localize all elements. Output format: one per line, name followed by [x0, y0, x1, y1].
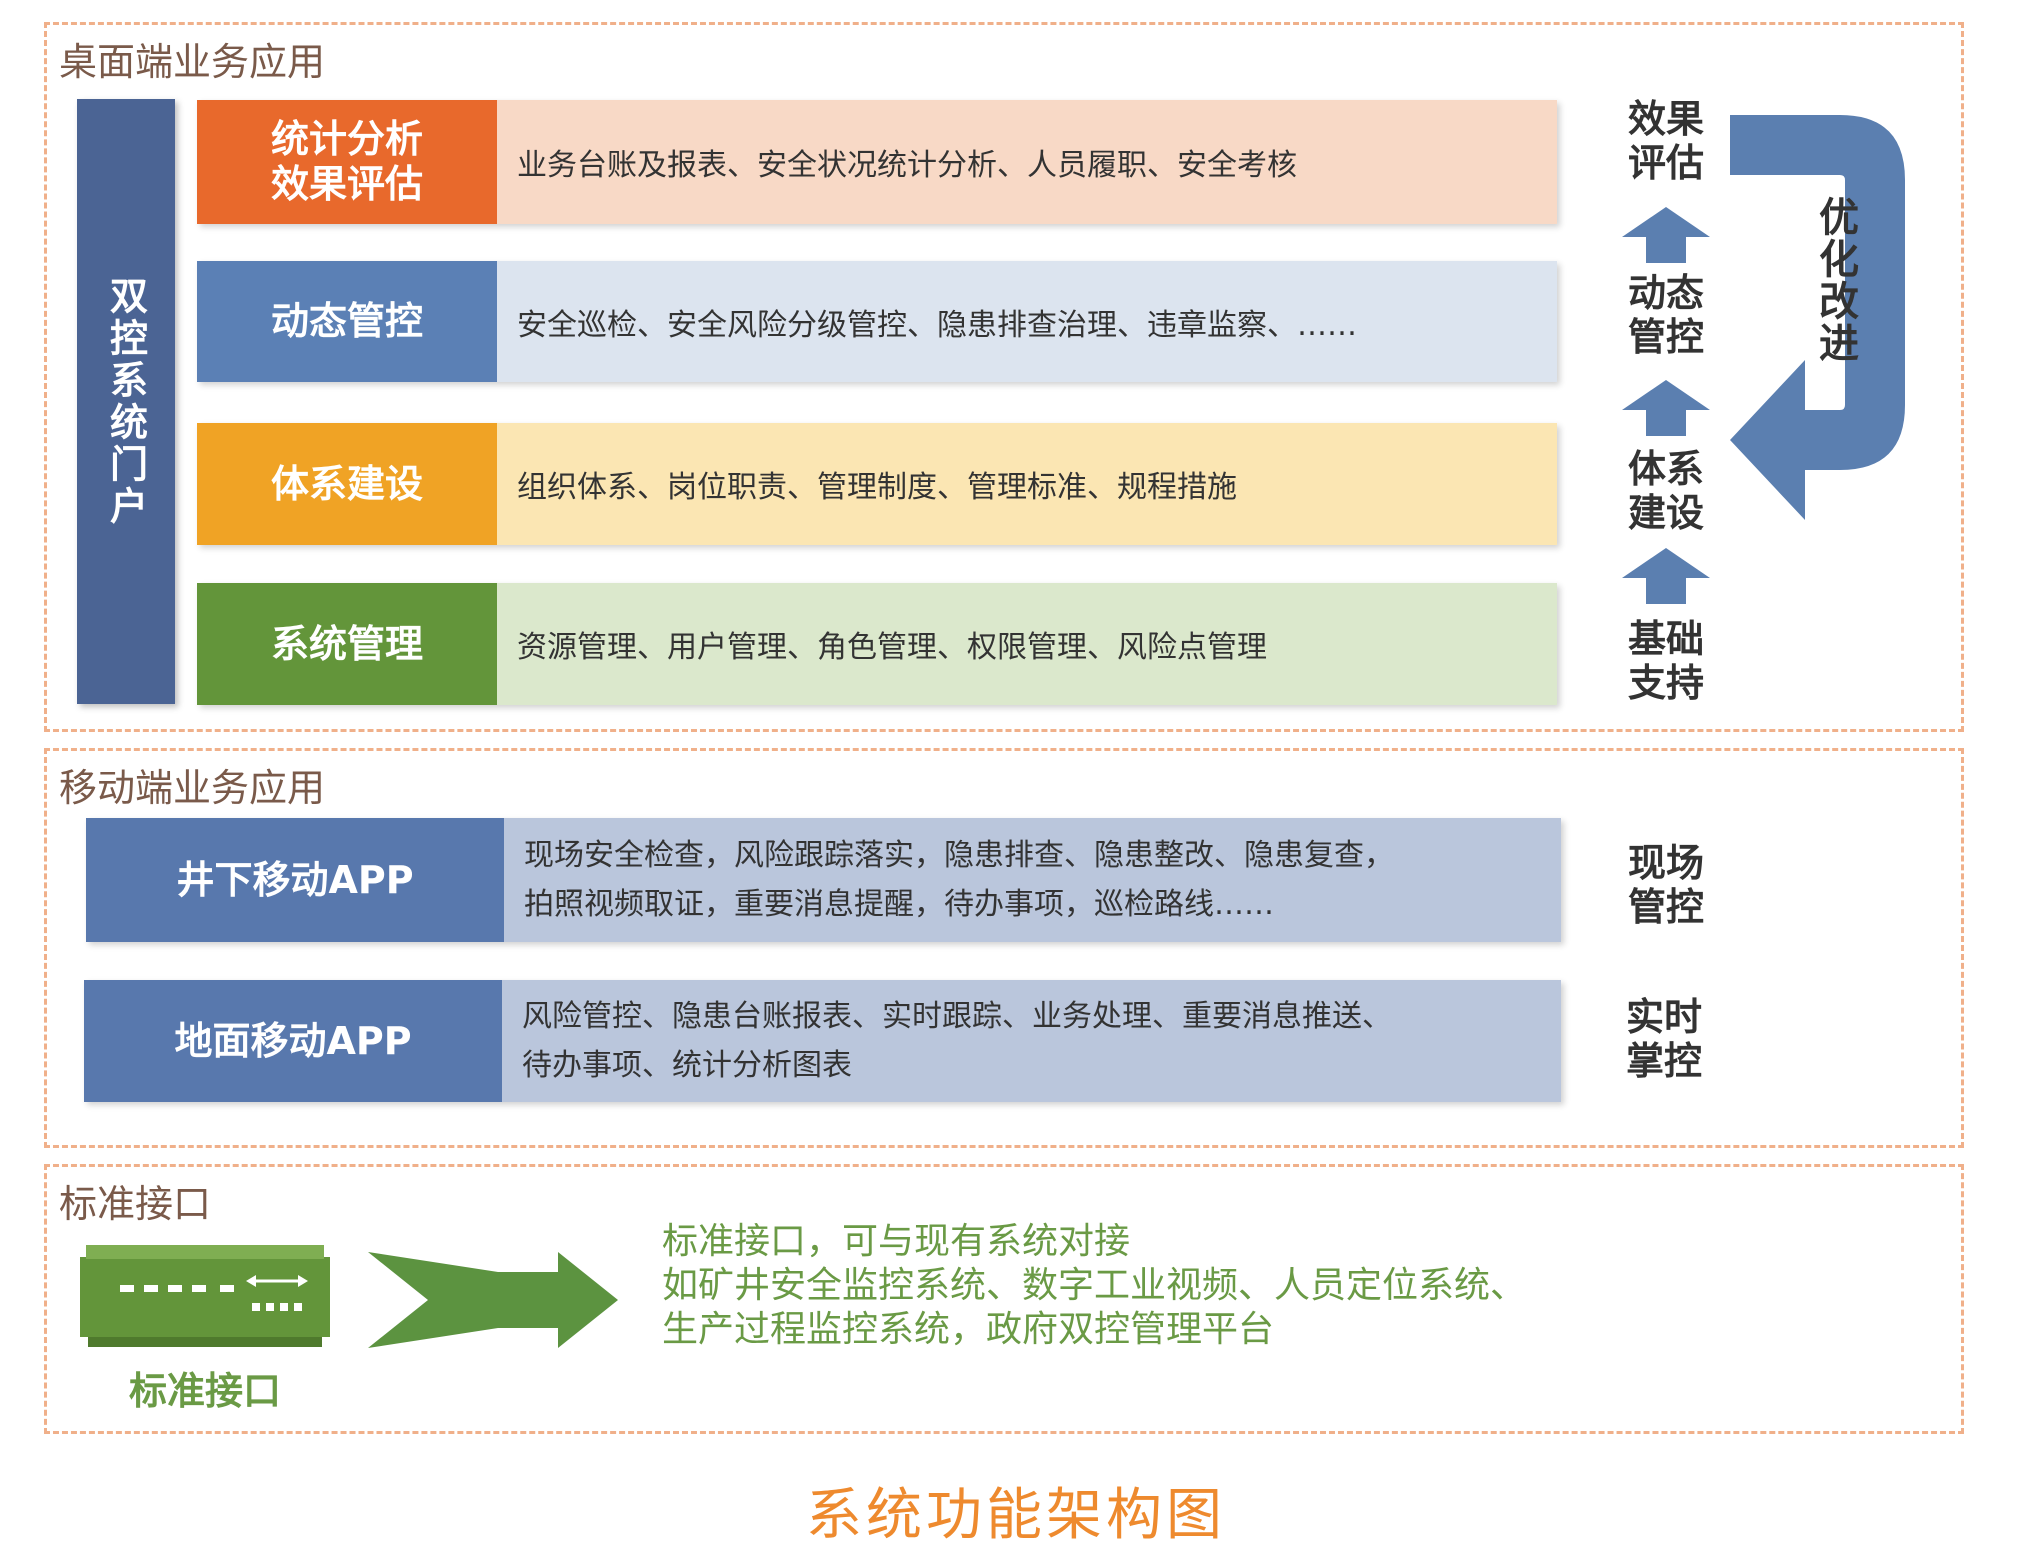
desktop-row-dynamic: 动态管控 安全巡检、安全风险分级管控、隐患排查治理、违章监察、……: [197, 261, 1557, 382]
row-label: 统计分析 效果评估: [197, 100, 497, 224]
up-arrow-icon: [1622, 207, 1710, 263]
interface-device-icon: [80, 1245, 330, 1347]
row-desc: 现场安全检查，风险跟踪落实，隐患排查、隐患整改、隐患复查， 拍照视频取证，重要消…: [504, 818, 1561, 942]
loop-label: 优化改进: [1812, 196, 1858, 364]
row-desc: 业务台账及报表、安全状况统计分析、人员履职、安全考核: [497, 100, 1557, 224]
desktop-row-system-build: 体系建设 组织体系、岗位职责、管理制度、管理标准、规程措施: [197, 423, 1557, 545]
row-desc: 组织体系、岗位职责、管理制度、管理标准、规程措施: [497, 423, 1557, 545]
side-label-dynamic: 动态 管控: [1627, 271, 1704, 359]
figure-caption: 系统功能架构图: [806, 1483, 1226, 1548]
row-label: 体系建设: [197, 423, 497, 545]
api-line: 生产过程监控系统，政府双控管理平台: [662, 1308, 1275, 1350]
side-label-evaluation: 效果 评估: [1627, 97, 1704, 185]
api-section: 标准接口: [44, 1164, 1964, 1434]
api-line: 标准接口，可与现有系统对接: [662, 1221, 1131, 1262]
desktop-row-system-mgmt: 系统管理 资源管理、用户管理、角色管理、权限管理、风险点管理: [197, 583, 1557, 705]
arrow-right-icon: [368, 1252, 618, 1348]
mobile-section-title: 移动端业务应用: [59, 766, 326, 810]
up-arrow-icon: [1622, 380, 1710, 436]
api-line: 如矿井安全监控系统、数字工业视频、人员定位系统、: [662, 1264, 1527, 1306]
mobile-row-ground: 地面移动APP 风险管控、隐患台账报表、实时跟踪、业务处理、重要消息推送、 待办…: [84, 980, 1561, 1102]
row-label: 动态管控: [197, 261, 497, 382]
api-section-title: 标准接口: [59, 1182, 212, 1226]
up-arrow-icon: [1622, 548, 1710, 604]
row-desc: 资源管理、用户管理、角色管理、权限管理、风险点管理: [497, 583, 1557, 705]
row-label: 井下移动APP: [86, 818, 504, 942]
row-desc-line: 现场安全检查，风险跟踪落实，隐患排查、隐患整改、隐患复查，: [524, 837, 1394, 873]
loop-arrow-icon: [1730, 115, 1905, 520]
interface-device-label: 标准接口: [128, 1369, 281, 1413]
row-label: 地面移动APP: [84, 980, 502, 1102]
desktop-section-title: 桌面端业务应用: [59, 40, 326, 84]
row-desc-line: 风险管控、隐患台账报表、实时跟踪、业务处理、重要消息推送、: [522, 998, 1392, 1034]
side-label-realtime-control: 实时 掌控: [1625, 995, 1702, 1083]
api-description: 标准接口，可与现有系统对接 如矿井安全监控系统、数字工业视频、人员定位系统、 生…: [662, 1220, 1526, 1352]
side-label-build: 体系 建设: [1627, 447, 1704, 535]
desktop-row-stats: 统计分析 效果评估 业务台账及报表、安全状况统计分析、人员履职、安全考核: [197, 100, 1557, 224]
side-label-foundation: 基础 支持: [1627, 617, 1704, 705]
row-desc-line: 待办事项、统计分析图表: [522, 1048, 852, 1083]
row-label: 系统管理: [197, 583, 497, 705]
row-desc-line: 拍照视频取证，重要消息提醒，待办事项，巡检路线……: [524, 887, 1274, 922]
row-desc: 安全巡检、安全风险分级管控、隐患排查治理、违章监察、……: [497, 261, 1557, 382]
portal-bar: 双控系统门户: [77, 99, 175, 704]
desktop-section: 桌面端业务应用: [44, 22, 1964, 732]
side-label-field-control: 现场 管控: [1627, 841, 1704, 929]
mobile-section: 移动端业务应用: [44, 748, 1964, 1148]
mobile-row-underground: 井下移动APP 现场安全检查，风险跟踪落实，隐患排查、隐患整改、隐患复查， 拍照…: [86, 818, 1561, 942]
row-desc: 风险管控、隐患台账报表、实时跟踪、业务处理、重要消息推送、 待办事项、统计分析图…: [502, 980, 1561, 1102]
